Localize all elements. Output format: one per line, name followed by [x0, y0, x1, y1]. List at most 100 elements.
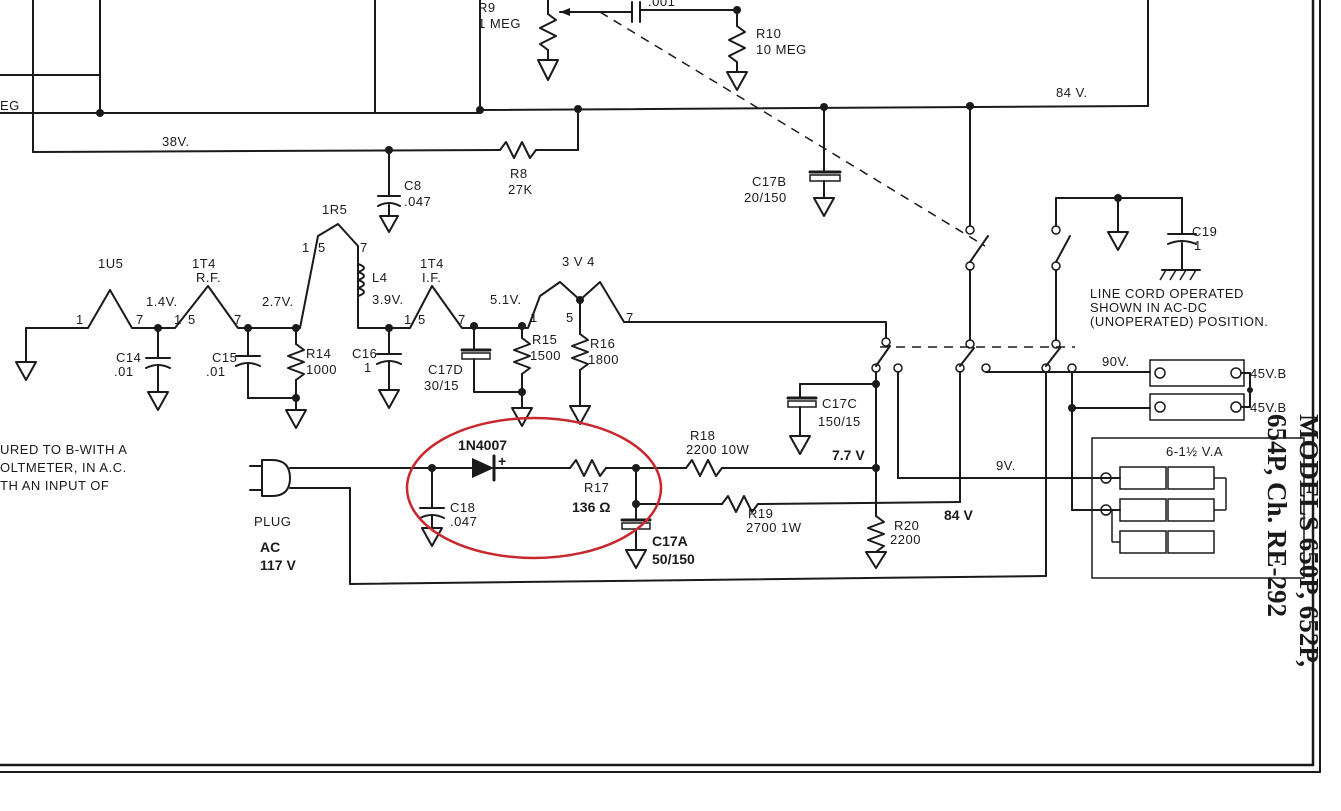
label-l4: L4	[372, 270, 387, 285]
label-r18-value: 2200 10W	[686, 442, 749, 457]
c16-capacitor	[376, 327, 402, 409]
top-wiring	[0, 0, 1149, 233]
label-38v: 38V.	[162, 134, 190, 149]
pin-1a: 1	[76, 312, 84, 327]
switch-linkage	[599, 11, 1075, 348]
pin-7d: 7	[458, 312, 466, 327]
label-c18-value: .047	[450, 514, 477, 529]
c17d-r15	[460, 325, 533, 427]
label-r9: R9	[478, 0, 496, 15]
label-84v-top: 84 V.	[1056, 85, 1088, 100]
title-line-1: MODELS 650P, 652P,	[1294, 414, 1324, 667]
title-line-2: 654P, Ch. RE-292	[1262, 414, 1292, 617]
pin-1b: 1	[174, 312, 182, 327]
label-ac-voltage: 117 V	[260, 557, 296, 573]
label-r14: R14	[306, 346, 331, 361]
c15-r14	[235, 327, 307, 429]
label-r20: R20	[894, 518, 919, 533]
label-7-7v: 7.7 V	[832, 447, 865, 463]
label-c17b-value: 20/150	[744, 190, 787, 205]
label-1-4v: 1.4V.	[146, 294, 178, 309]
label-r8: R8	[510, 166, 528, 181]
label-r10-value: 10 MEG	[756, 42, 807, 57]
note-line-cord-3: (UNOPERATED) POSITION.	[1090, 314, 1268, 329]
label-5-1v: 5.1V.	[490, 292, 522, 307]
label-c17c-value: 150/15	[818, 414, 861, 429]
pin-5e: 5	[566, 310, 574, 325]
label-1t4-rf-2: R.F.	[196, 270, 221, 285]
label-2-7v: 2.7V.	[262, 294, 294, 309]
r9-r10-section	[537, 0, 748, 91]
pin-7e: 7	[626, 310, 634, 325]
page-frame	[0, 0, 1321, 773]
label-r18: R18	[690, 428, 715, 443]
label-c17a: C17A	[652, 533, 688, 549]
label-r17: R17	[584, 480, 609, 495]
label-c15-value: .01	[206, 364, 226, 379]
power-supply	[249, 454, 1047, 585]
label-c17d-value: 30/15	[424, 378, 459, 393]
pin-7a: 7	[136, 312, 144, 327]
label-r15-value: 1500	[530, 348, 561, 363]
label-c16-value: 1	[364, 360, 372, 375]
label-c15: C15	[212, 350, 237, 365]
label-c18: C18	[450, 500, 475, 515]
label-cap-top: .001	[648, 0, 675, 9]
label-r15: R15	[532, 332, 557, 347]
label-r10: R10	[756, 26, 781, 41]
label-c14: C14	[116, 350, 141, 365]
pin-5b: 5	[188, 312, 196, 327]
note-line-cord-2: SHOWN IN AC-DC	[1090, 300, 1208, 315]
label-1r5: 1R5	[322, 202, 347, 217]
label-3-9v: 3.9V.	[372, 292, 404, 307]
label-c8: C8	[404, 178, 422, 193]
text-labels: R9 1 MEG .001 R10 10 MEG EG 84 V. 38V. R…	[0, 0, 1287, 573]
label-1t4-if-1: 1T4	[420, 256, 444, 271]
pin-1d: 1	[404, 312, 412, 327]
label-r9-value: 1 MEG	[478, 16, 521, 31]
label-c17a-value: 50/150	[652, 551, 695, 567]
label-45vb-a: 45V.B	[1250, 366, 1287, 381]
label-45vb-b: 45V.B	[1250, 400, 1287, 415]
label-r8-value: 27K	[508, 182, 533, 197]
label-1u5: 1U5	[98, 256, 123, 271]
label-c19-value: 1	[1194, 238, 1202, 253]
label-84v-bottom: 84 V	[944, 507, 973, 523]
label-r14-value: 1000	[306, 362, 337, 377]
note-line-cord-1: LINE CORD OPERATED	[1090, 286, 1244, 301]
label-1t4-if-2: I.F.	[422, 270, 441, 285]
label-plug: PLUG	[254, 514, 291, 529]
label-c17d: C17D	[428, 362, 463, 377]
label-r19-value: 2700 1W	[746, 520, 802, 535]
l4-inductor	[357, 263, 365, 297]
label-c19: C19	[1192, 224, 1217, 239]
label-c14-value: .01	[114, 364, 134, 379]
label-3v4: 3 V 4	[562, 254, 595, 269]
label-battery-a: 6-1½ V.A	[1166, 444, 1223, 459]
highlight-circle	[405, 416, 663, 560]
tube-filament-chain	[15, 223, 887, 381]
pin-7b: 7	[234, 312, 242, 327]
pin-1e: 1	[530, 310, 538, 325]
pin-1c: 1	[302, 240, 310, 255]
r16-resistor	[569, 299, 591, 425]
pin-7c: 7	[360, 240, 368, 255]
line-cord-switch	[965, 105, 1201, 341]
label-r17-value: 136 Ω	[572, 499, 610, 515]
title-block: MODELS 650P, 652P, 654P, Ch. RE-292	[1262, 414, 1324, 667]
note-line-2: OLTMETER, IN A.C.	[0, 460, 127, 475]
label-eg: EG	[0, 98, 20, 113]
switch-middle	[786, 337, 1305, 579]
label-r20-value: 2200	[890, 532, 921, 547]
label-ac: AC	[260, 539, 280, 555]
label-c16: C16	[352, 346, 377, 361]
label-r19: R19	[748, 506, 773, 521]
note-line-1: URED TO B-WITH A	[0, 442, 127, 457]
label-r16-value: 1800	[588, 352, 619, 367]
label-c17c: C17C	[822, 396, 857, 411]
label-diode-plus: +	[498, 453, 506, 469]
pin-5c: 5	[318, 240, 326, 255]
label-90v: 90V.	[1102, 354, 1130, 369]
label-c8-value: .047	[404, 194, 431, 209]
